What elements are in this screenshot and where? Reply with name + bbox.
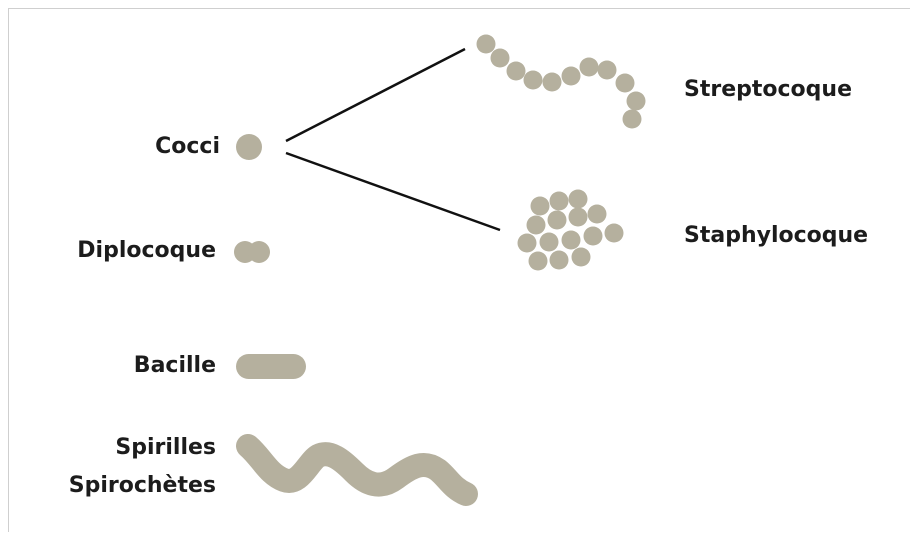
label-cocci: Cocci (155, 134, 220, 159)
label-bacille: Bacille (133, 353, 216, 378)
connector-line-staphylocoque (285, 151, 501, 232)
cocci-shape (236, 134, 262, 160)
label-staphylocoque: Staphylocoque (684, 223, 869, 248)
connector-line-streptocoque (285, 47, 466, 143)
frame-border-left (8, 8, 9, 532)
label-spirilles: Spirilles (115, 435, 216, 460)
label-spirochetes: Spirochètes (68, 473, 216, 498)
frame-border-top (8, 8, 910, 9)
label-diplocoque: Diplocoque (77, 238, 216, 263)
label-streptocoque: Streptocoque (684, 77, 852, 102)
staphylocoque-shape (517, 189, 624, 271)
streptocoque-shape (476, 34, 646, 129)
bacille-shape (236, 354, 306, 379)
spirille-shape (236, 434, 478, 506)
diplocoque-shape (234, 241, 270, 263)
